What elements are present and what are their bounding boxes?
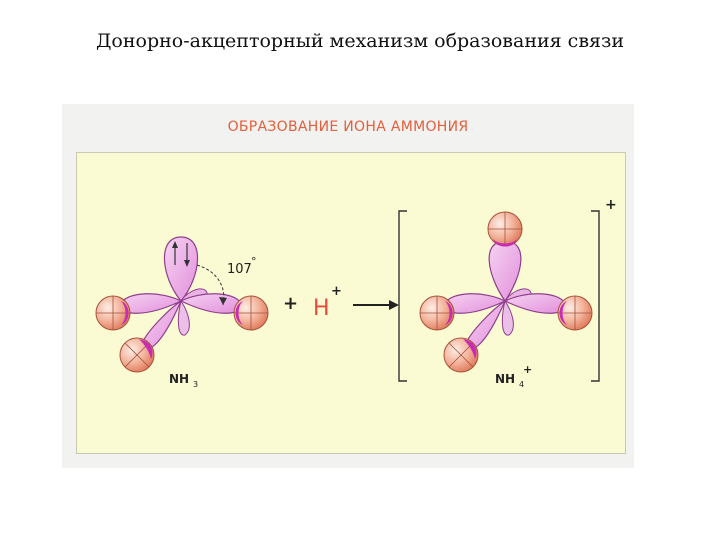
slide-title: Донорно-акцепторный механизм образования… bbox=[95, 30, 625, 52]
bond-angle-value: 107 bbox=[227, 262, 252, 277]
bonding-orbital-right bbox=[503, 293, 566, 314]
ammonium-ion-bracket bbox=[398, 210, 600, 382]
diagram-canvas: 107 ° NH 3 + H + + bbox=[95, 197, 617, 389]
hydrogen-atom-left bbox=[419, 295, 455, 331]
ion-charge: + bbox=[605, 197, 617, 213]
spin-up-arrowhead bbox=[172, 241, 178, 248]
angle-arrowhead bbox=[219, 297, 227, 305]
lower-orbital-lobe bbox=[177, 299, 190, 336]
nh4-ion: NH 4 + bbox=[419, 211, 593, 389]
hydrogen-atom-right bbox=[233, 295, 269, 331]
hydrogen-atom-bottom bbox=[119, 337, 155, 373]
product-label: NH bbox=[495, 372, 515, 386]
hydrogen-atom-left bbox=[95, 295, 131, 331]
diagram-panel: 107 ° NH 3 + H + + bbox=[76, 152, 626, 454]
figure-caption: ОБРАЗОВАНИЕ ИОНА АММОНИЯ bbox=[227, 119, 469, 135]
hydrogen-atom-right bbox=[557, 295, 593, 331]
hydrogen-atom-top bbox=[487, 211, 523, 247]
bonding-orbital-right bbox=[179, 293, 242, 314]
proton-charge: + bbox=[331, 284, 342, 299]
reactant-label: NH bbox=[169, 372, 189, 386]
reaction-arrow bbox=[353, 300, 399, 310]
ammonium-formation-figure: ОБРАЗОВАНИЕ ИОНА АММОНИЯ bbox=[62, 104, 634, 468]
reactant-subscript: 3 bbox=[193, 380, 198, 389]
bond-angle-arc bbox=[196, 264, 225, 306]
hydrogen-atom-bottom bbox=[443, 337, 479, 373]
proton-symbol: H bbox=[313, 296, 330, 321]
plus-sign: + bbox=[283, 293, 298, 314]
product-superscript: + bbox=[523, 363, 532, 376]
product-subscript: 4 bbox=[519, 380, 524, 389]
lower-orbital-lobe bbox=[501, 299, 514, 336]
spin-down-arrowhead bbox=[184, 260, 190, 267]
nh3-molecule: 107 ° NH 3 bbox=[95, 236, 269, 389]
bond-angle-unit: ° bbox=[251, 255, 257, 268]
lone-pair-orbital bbox=[163, 236, 199, 302]
